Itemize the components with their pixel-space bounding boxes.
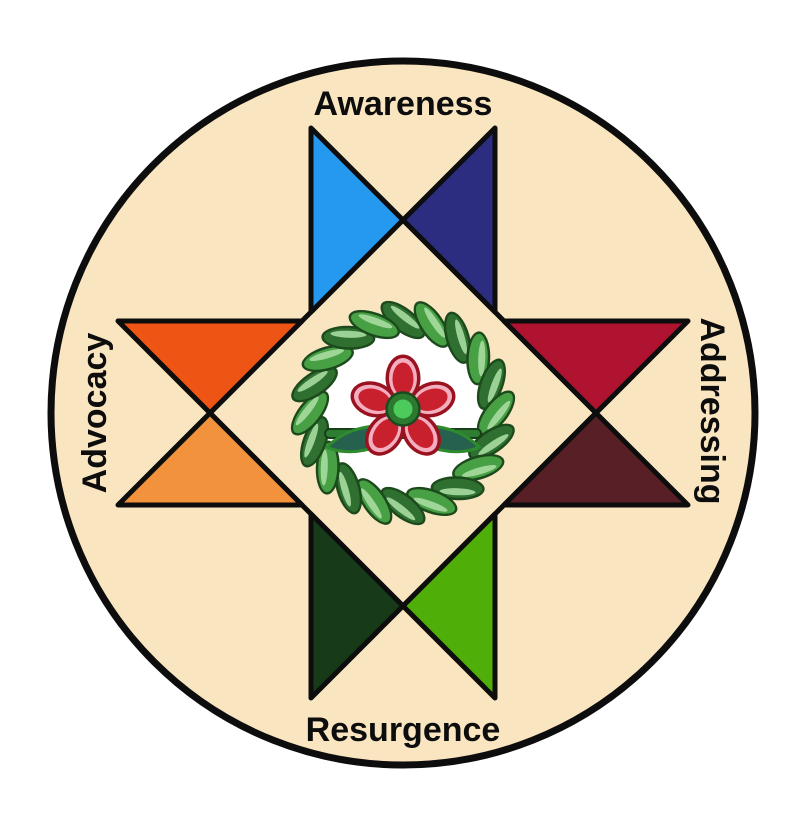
rose-petal [401, 412, 442, 456]
rose-petal [385, 354, 421, 402]
braid-strand [301, 344, 354, 373]
beadwork-rose-icon [324, 354, 482, 456]
braid-strand [380, 486, 426, 526]
braid-strand [476, 390, 516, 436]
rose-petal [350, 381, 397, 418]
addressing-triangle-top [501, 318, 691, 416]
rose-center-dot [393, 399, 413, 419]
braid-strand [468, 423, 515, 460]
braid-strand [443, 311, 472, 364]
awareness-triangle-left [308, 125, 406, 315]
braid-strand [334, 462, 363, 515]
label-resurgence: Resurgence [306, 711, 501, 749]
braid-strand [406, 486, 458, 517]
awareness-triangle-right [400, 125, 498, 315]
advocacy-triangle-bottom [115, 410, 305, 508]
rose-petals [350, 354, 456, 456]
addressing-triangle-bottom [501, 410, 691, 508]
braid-strand [476, 358, 507, 410]
label-addressing: Addressing [693, 317, 731, 504]
label-awareness: Awareness [314, 85, 493, 123]
rose-petal [409, 381, 456, 418]
braid-strand [299, 416, 330, 468]
wreath-braid-strands [290, 300, 516, 526]
braid-strand [380, 300, 426, 340]
resurgence-triangle-left [308, 511, 406, 701]
braid-strand [356, 478, 393, 525]
braid-strand [348, 309, 400, 340]
braid-strand [413, 301, 450, 348]
braid-strand [290, 390, 330, 436]
label-advocacy: Advocacy [76, 333, 114, 494]
braid-strand [291, 366, 338, 403]
braid-strand [452, 453, 505, 482]
advocacy-triangle-top [115, 318, 305, 416]
resurgence-triangle-right [400, 511, 498, 701]
